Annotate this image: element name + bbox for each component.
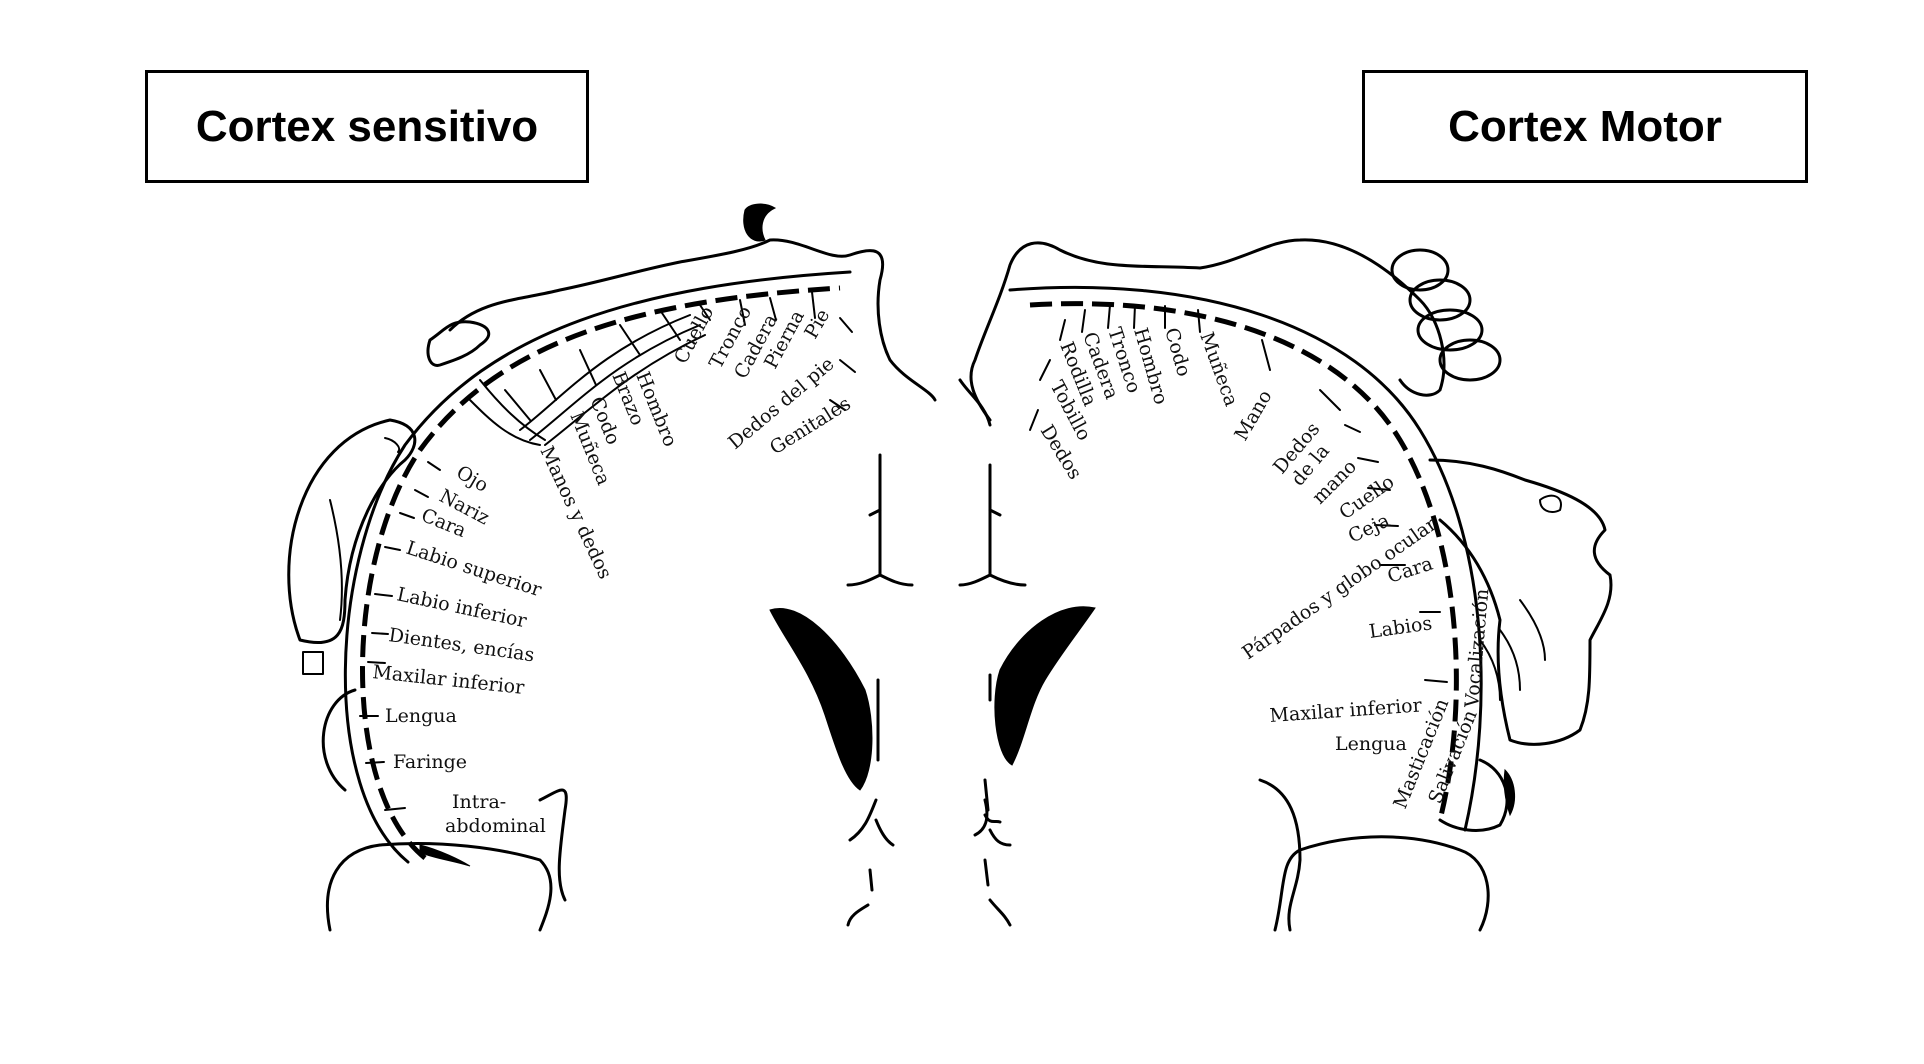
motor-temporal-lobe — [1273, 835, 1490, 932]
sensory-label-intra: Intra- — [452, 791, 506, 813]
motor-cortex-arc — [1029, 301, 1459, 821]
motor-cortex-title-box: Cortex Motor — [1362, 70, 1808, 183]
sensory-cortex-arc — [360, 285, 841, 860]
sensory-head-icon — [743, 203, 777, 242]
motor-face-profile — [1428, 458, 1613, 746]
right-ventricle — [994, 606, 1096, 766]
motor-label-maxilar-inferior: Maxilar inferior — [1269, 694, 1423, 727]
sensory-label-abdominal: abdominal — [445, 815, 546, 837]
motor-label-muneca: Muñeca — [1195, 329, 1242, 409]
sensory-label-faringe: Faringe — [393, 751, 467, 773]
motor-leader-lines — [1029, 304, 1448, 683]
motor-hand-icon — [1390, 248, 1502, 382]
sensory-label-lengua: Lengua — [385, 705, 457, 727]
motor-labels: Dedos Tobillo Rodilla Cadera Tronco Homb… — [1036, 325, 1494, 812]
motor-inner-arc — [1008, 285, 1483, 832]
sensory-homunculus-body — [448, 238, 937, 402]
sensory-label-maxilar-inferior: Maxilar inferior — [371, 661, 526, 699]
motor-label-parpados: Párpados y globo ocular — [1238, 512, 1442, 664]
sensory-cortex-title-box: Cortex sensitivo — [145, 70, 589, 183]
motor-label-codo: Codo — [1160, 325, 1195, 379]
motor-hemisphere — [958, 238, 1613, 932]
motor-label-vocalizacion: Vocalización — [1461, 588, 1493, 710]
sensory-face-lobe — [287, 418, 417, 645]
motor-label-lengua: Lengua — [1335, 733, 1407, 755]
left-ventricle — [769, 608, 873, 791]
sensory-inner-arc — [343, 270, 852, 864]
sensory-label-pie: Pie — [800, 305, 834, 342]
motor-label-labios: Labios — [1368, 612, 1434, 643]
sensory-hemisphere — [287, 203, 937, 932]
motor-cortex-title: Cortex Motor — [1448, 101, 1722, 151]
sensory-cortex-title: Cortex sensitivo — [195, 101, 539, 151]
sensory-label-dientes: Dientes, encías — [387, 624, 535, 666]
midline-structures — [769, 453, 1096, 927]
sensory-temporal-lobe — [325, 842, 553, 932]
motor-homunculus-body — [969, 238, 1446, 422]
sensory-labels: Ojo Nariz Cara Labio superior Labio infe… — [371, 302, 854, 837]
